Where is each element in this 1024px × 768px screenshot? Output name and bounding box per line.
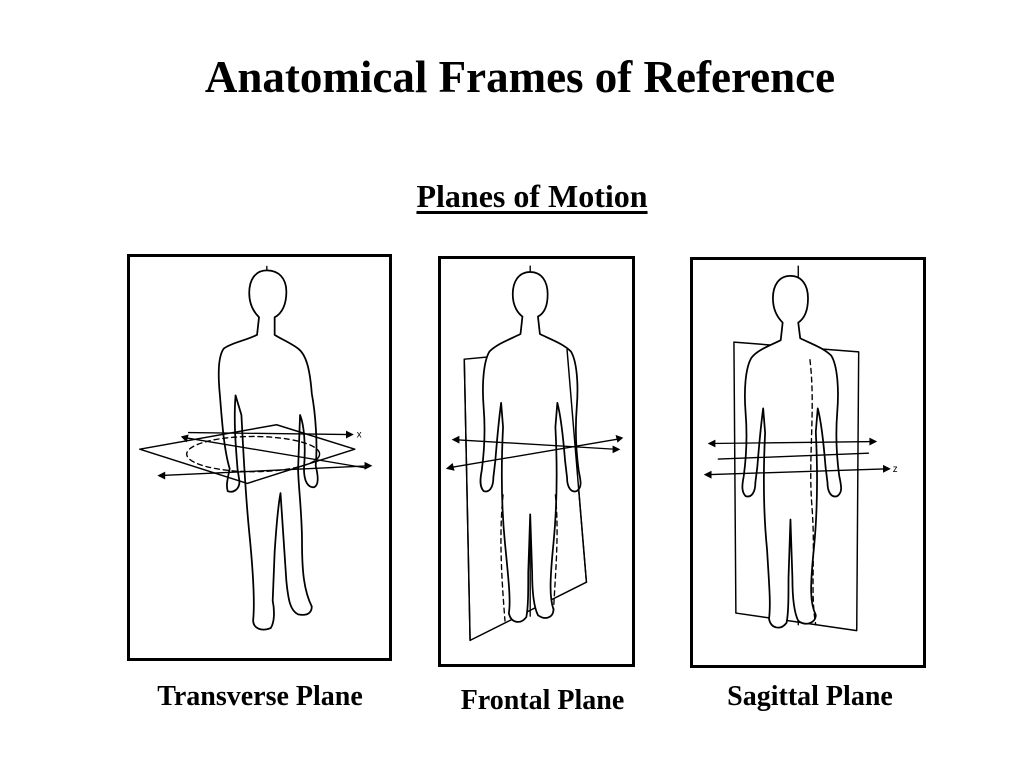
- sagittal-plane-illustration: z: [703, 265, 898, 632]
- axis-x-label: x: [357, 429, 362, 440]
- arrowhead: [883, 464, 891, 473]
- axis-z-label: z: [893, 464, 898, 475]
- lateral-axis-line: [187, 431, 352, 436]
- frontal-plane-figure: [438, 256, 635, 667]
- plane-edge: [463, 358, 471, 642]
- horizontal-axis-line: [709, 440, 875, 445]
- human-figure: [741, 274, 843, 629]
- lateral-axis-line: [717, 452, 870, 460]
- human-figure: [217, 269, 319, 631]
- transverse-plane-illustration: x: [139, 265, 373, 631]
- arrowhead: [869, 437, 878, 446]
- arrowhead: [445, 462, 455, 471]
- depth-axis-line: [183, 436, 366, 469]
- planes-of-motion-heading: Planes of Motion: [416, 178, 648, 214]
- horizontal-axis-line: [158, 465, 371, 477]
- arrowhead: [364, 461, 373, 470]
- plane-body-intersection: [500, 494, 506, 622]
- depth-axis-line: [448, 438, 622, 469]
- plane-edge: [566, 348, 588, 583]
- transverse-plane-caption: Transverse Plane: [157, 681, 363, 712]
- arrowhead: [180, 434, 189, 443]
- arrowhead: [707, 439, 716, 448]
- arrowhead: [615, 434, 624, 443]
- arrowhead: [157, 471, 166, 480]
- transverse-plane-figure: x: [127, 254, 392, 661]
- sagittal-plane-caption: Sagittal Plane: [727, 681, 893, 712]
- sagittal-plane-figure: z: [690, 257, 926, 668]
- slide-title: Anatomical Frames of Reference: [204, 52, 836, 102]
- human-figure: [479, 271, 582, 623]
- arrowhead: [345, 430, 354, 439]
- arrowhead: [703, 470, 712, 479]
- frontal-plane-caption: Frontal Plane: [460, 685, 625, 716]
- frontal-plane-illustration: [445, 265, 624, 642]
- plane-body-intersection: [809, 359, 817, 626]
- horizontal-axis-line: [453, 439, 619, 451]
- arrowhead: [612, 445, 621, 454]
- arrowhead: [451, 435, 460, 444]
- depth-axis-line: [705, 468, 889, 476]
- plane-body-intersection: [552, 494, 558, 612]
